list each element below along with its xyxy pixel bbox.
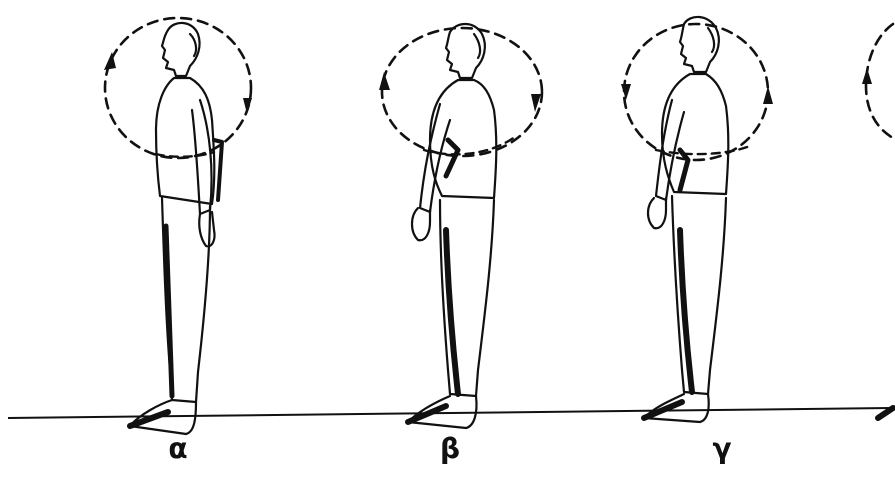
torso-alpha — [156, 78, 214, 204]
arrow-up-right-gamma — [763, 86, 773, 104]
head-alpha — [162, 23, 200, 76]
torso-beta — [430, 80, 496, 198]
foot-gamma — [644, 394, 709, 422]
hand-beta — [412, 208, 430, 240]
arrow-up-left-beta — [379, 72, 390, 90]
figure-gamma — [621, 17, 773, 422]
hand-alpha — [199, 212, 214, 246]
arrow-down-left-gamma — [621, 84, 631, 100]
arrow-partial — [862, 68, 872, 84]
figure-partial-right — [862, 24, 893, 418]
label-alpha: α — [158, 432, 198, 465]
rotation-circle-gamma — [624, 24, 768, 160]
figure-beta — [379, 24, 542, 428]
rotation-circle-beta — [382, 28, 542, 156]
label-beta: β — [430, 432, 470, 465]
figure-alpha — [104, 18, 252, 434]
torso-gamma — [662, 74, 728, 194]
legs-gamma — [672, 196, 726, 394]
rotation-circle-alpha — [105, 18, 251, 158]
arrow-down-right-alpha — [243, 98, 252, 114]
foot-partial — [878, 408, 893, 418]
label-gamma: γ — [702, 432, 742, 465]
hand-gamma — [648, 198, 666, 228]
